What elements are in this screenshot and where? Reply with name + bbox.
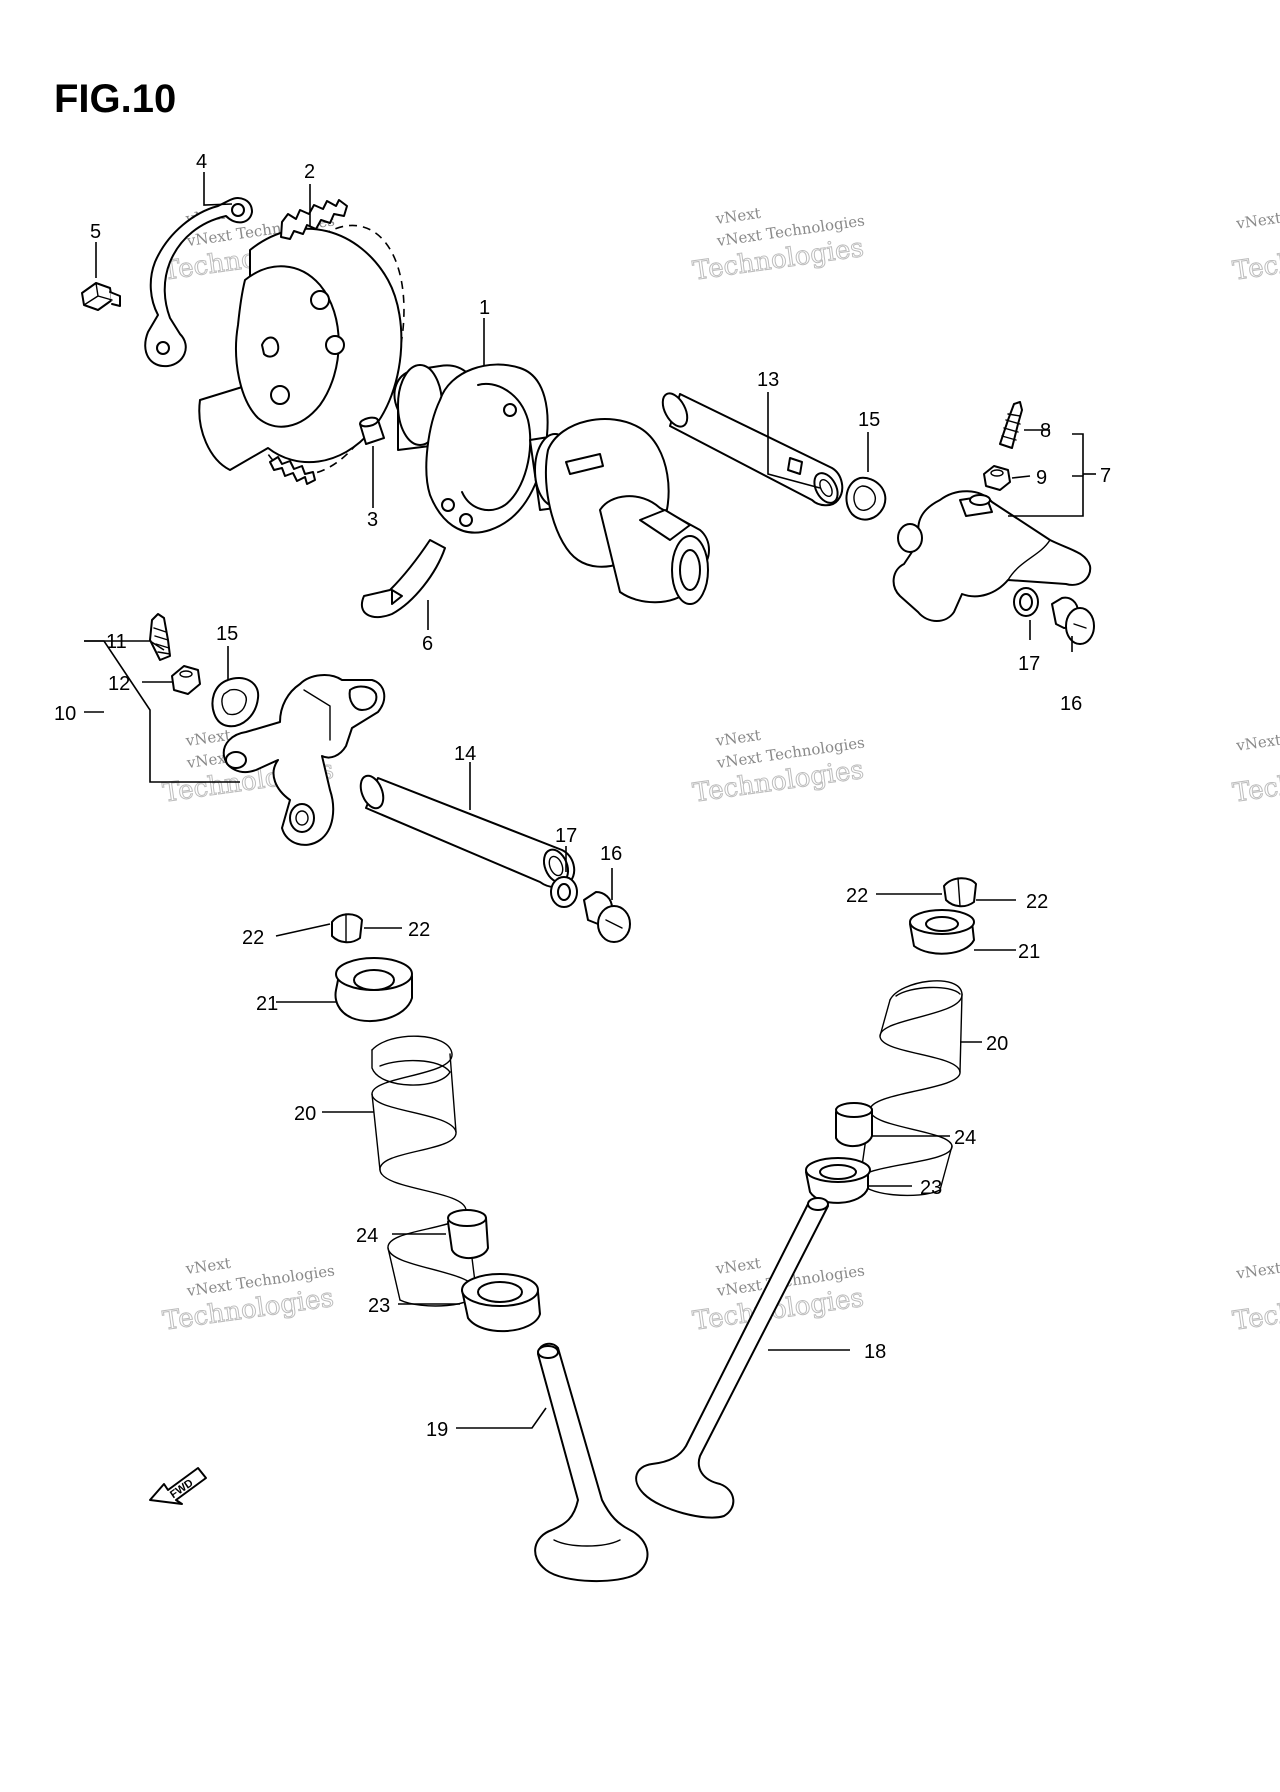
callout-22-left-b: 22	[408, 919, 430, 941]
part-16-bolt-right	[1051, 596, 1095, 645]
callout-5: 5	[90, 221, 101, 243]
callout-numbers: 4 2 5 1 3 6 13 15 8 9 7 17 16 11 12 10 1…	[54, 151, 1111, 1441]
callout-18: 18	[864, 1341, 886, 1363]
callout-22-right-a: 22	[846, 885, 868, 907]
callout-4: 4	[196, 151, 207, 173]
callout-22-left-a: 22	[242, 927, 264, 949]
part-11-screw	[149, 613, 171, 661]
part-2-sprocket	[198, 199, 405, 485]
part-18-valve-exhaust	[635, 1197, 829, 1519]
watermark-word: Technologies	[1231, 233, 1280, 287]
part-6-half-ring	[361, 539, 446, 619]
callout-13: 13	[757, 369, 779, 391]
part-1-camshaft	[393, 363, 710, 605]
callout-14: 14	[454, 743, 476, 765]
part-22-cotters-right	[943, 877, 977, 908]
callout-20-right: 20	[986, 1033, 1008, 1055]
part-4-plate	[144, 197, 253, 368]
part-24-seal-left	[447, 1209, 489, 1259]
callout-9: 9	[1036, 467, 1047, 489]
watermark-word: Technologies	[1231, 1283, 1280, 1337]
part-12-nut	[171, 665, 201, 695]
callout-19: 19	[426, 1419, 448, 1441]
fwd-arrow-icon: FWD	[149, 1467, 207, 1505]
callout-15-left: 15	[216, 623, 238, 645]
callout-17-left: 17	[555, 825, 577, 847]
callout-2: 2	[304, 161, 315, 183]
part-20-spring-right	[859, 980, 963, 1197]
callout-7: 7	[1100, 465, 1111, 487]
callout-20-left: 20	[294, 1103, 316, 1125]
part-15-oring-top	[845, 476, 887, 521]
callout-15: 15	[858, 409, 880, 431]
watermark-word: vNext	[714, 1254, 762, 1278]
part-23-seat-left	[461, 1273, 541, 1332]
watermark-text: vNext Technologies	[1234, 716, 1280, 755]
callout-16-left: 16	[600, 843, 622, 865]
part-9-nut	[983, 465, 1011, 491]
callout-6: 6	[422, 633, 433, 655]
part-13-shaft	[661, 392, 844, 507]
figure-title: FIG.10	[54, 77, 176, 121]
watermark-text: vNext Technologies	[1234, 1244, 1280, 1283]
part-19-valve-intake	[534, 1342, 649, 1582]
callout-8: 8	[1040, 420, 1051, 442]
callout-24-left: 24	[356, 1225, 378, 1247]
part-15-oring-left	[211, 677, 260, 728]
part-17-washer-left	[550, 876, 578, 908]
part-10-rocker-arm	[222, 674, 386, 846]
callout-23-right: 23	[920, 1177, 942, 1199]
watermark-text: vNext Technologies	[1234, 194, 1280, 233]
part-21-retainer-left	[334, 957, 413, 1023]
callout-21-right: 21	[1018, 941, 1040, 963]
callout-12: 12	[108, 673, 130, 695]
part-22-cotters-left	[331, 913, 363, 944]
callout-1: 1	[479, 297, 490, 319]
watermark-word: vNext	[184, 1254, 232, 1278]
watermark-word: Technologies	[1231, 755, 1280, 809]
callout-10: 10	[54, 703, 76, 725]
part-20-spring-left	[371, 1035, 477, 1307]
part-23-seat-right	[805, 1157, 871, 1204]
part-3-pin	[359, 416, 385, 445]
callout-21-left: 21	[256, 993, 278, 1015]
part-16-bolt-left	[583, 891, 631, 943]
watermark-word: vNext	[714, 204, 762, 228]
part-7-rocker-arm	[892, 490, 1092, 622]
callout-23-left: 23	[368, 1295, 390, 1317]
callout-17: 17	[1018, 653, 1040, 675]
callout-3: 3	[367, 509, 378, 531]
part-8-screw	[999, 401, 1023, 449]
leader-lines	[84, 172, 1096, 1429]
callout-22-right-b: 22	[1026, 891, 1048, 913]
watermark-word: vNext	[714, 726, 762, 750]
callout-16: 16	[1060, 693, 1082, 715]
part-17-washer-right	[1013, 587, 1039, 617]
part-24-seal-right	[835, 1102, 873, 1147]
part-14-shaft	[359, 774, 576, 889]
part-5-bolt	[81, 282, 121, 311]
callout-24-right: 24	[954, 1127, 976, 1149]
part-21-retainer-right	[909, 909, 975, 955]
callout-11: 11	[106, 631, 127, 653]
